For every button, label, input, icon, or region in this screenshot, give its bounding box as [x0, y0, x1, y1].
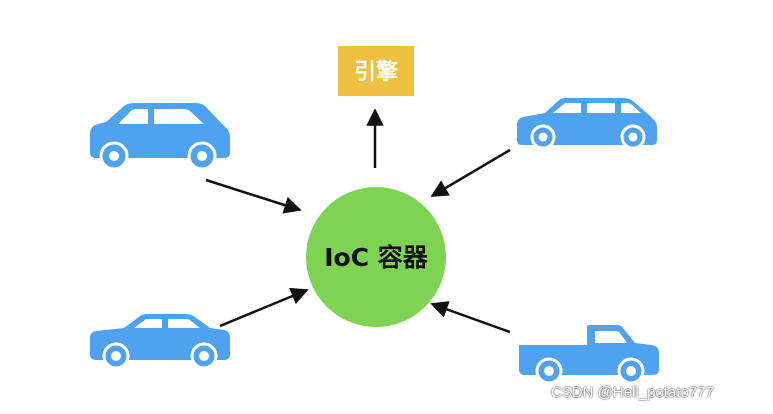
engine-node: 引擎	[338, 46, 414, 96]
sedan-car-icon	[90, 314, 230, 370]
ioc-container-label: IoC 容器	[324, 243, 429, 272]
hatchback-car-icon	[90, 103, 230, 171]
arrows	[205, 108, 511, 334]
arrow-sedan-to-container	[219, 287, 309, 328]
arrow-hatchback-to-container	[205, 178, 302, 214]
engine-label: 引擎	[354, 60, 398, 85]
arrow-wagon-to-container	[430, 148, 511, 198]
ioc-container-node: IoC 容器	[306, 187, 446, 327]
watermark: CSDN @Hell_potato777	[551, 384, 714, 401]
pickup-truck-icon	[519, 325, 659, 385]
arrow-pickup-to-container	[430, 301, 511, 334]
station-wagon-icon	[517, 98, 657, 150]
